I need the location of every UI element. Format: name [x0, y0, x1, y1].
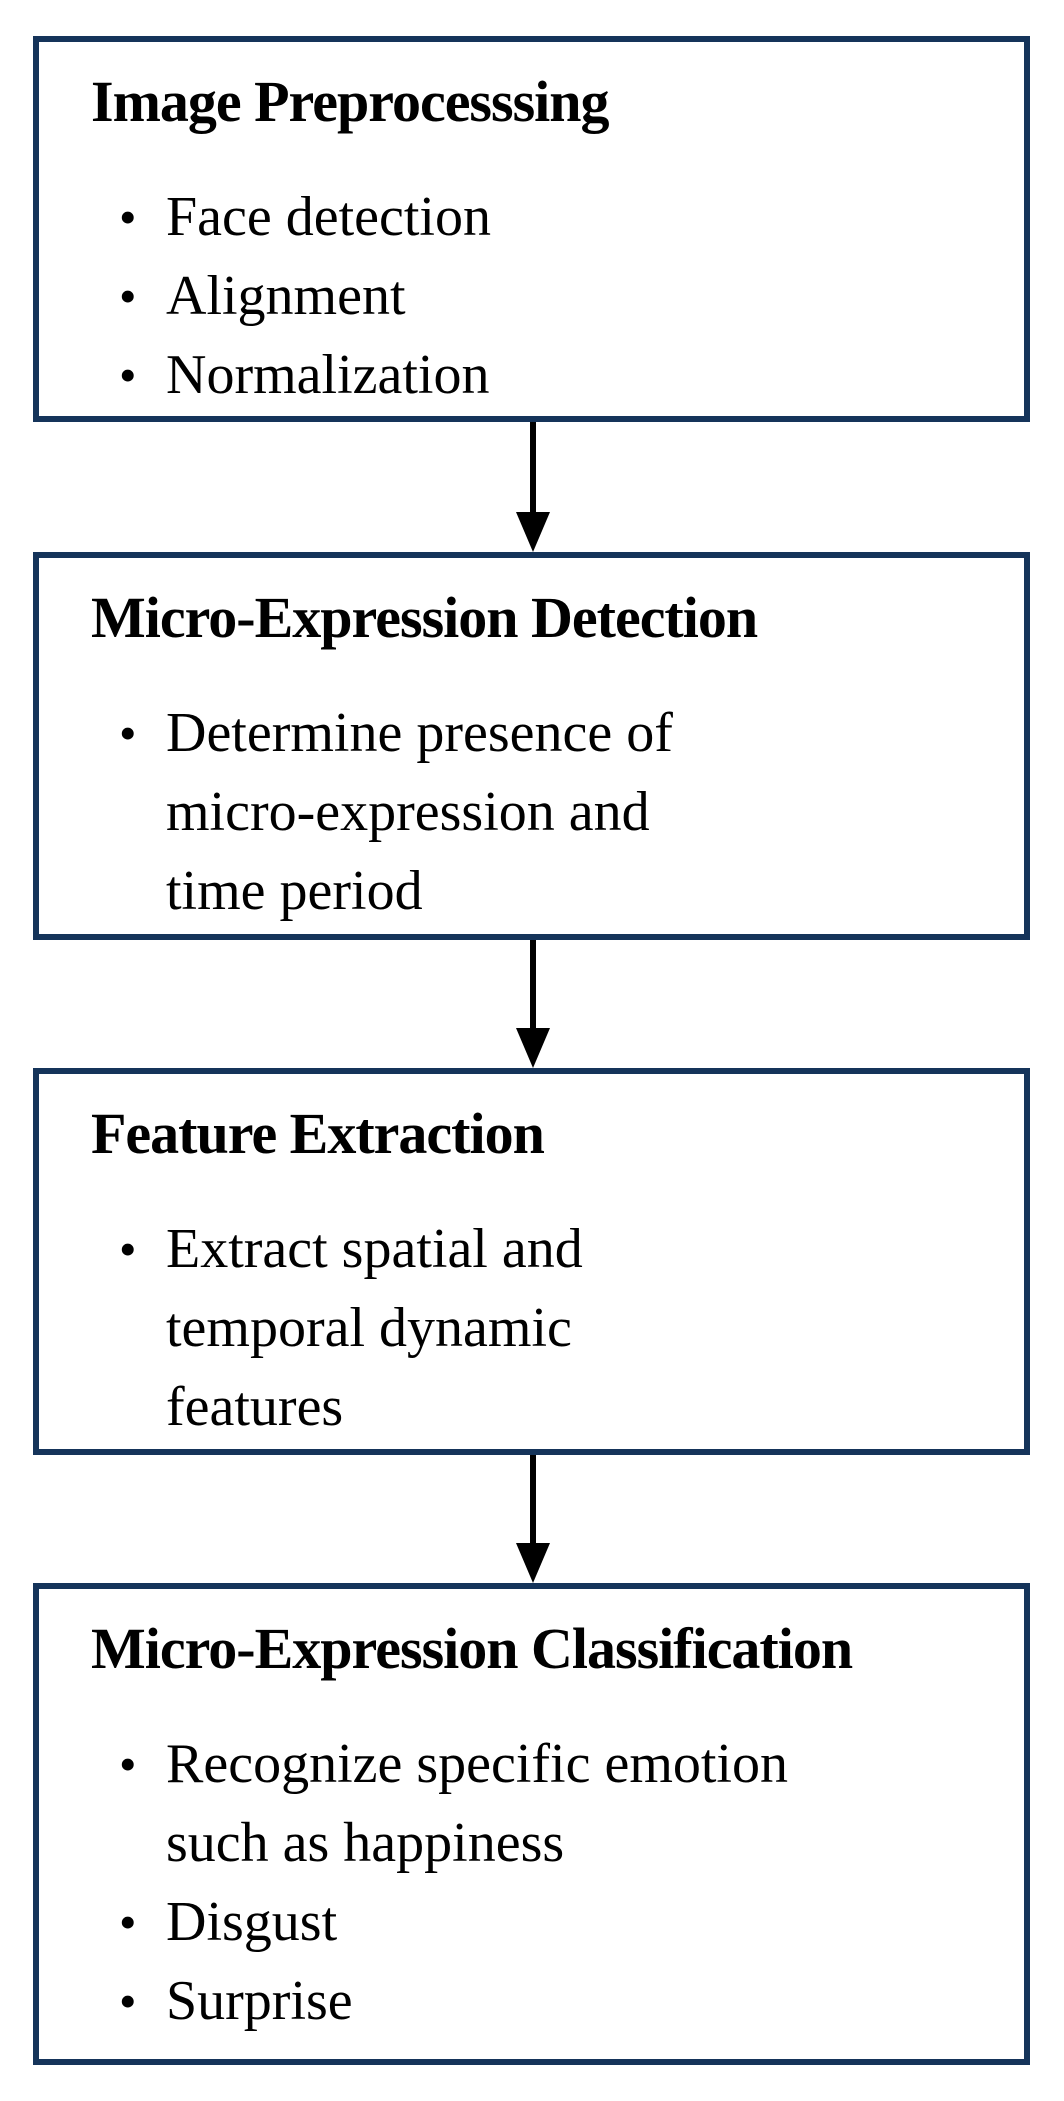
list-item: • Normalization	[119, 336, 994, 415]
arrow-head-icon	[516, 1028, 550, 1068]
flow-box-micro-expression-classification: Micro-Expression Classification • Recogn…	[33, 1583, 1030, 2065]
bullet-line-text: Face detection	[166, 186, 491, 248]
bullet-line-text: Disgust	[166, 1891, 338, 1953]
bullet-marker: •	[119, 1736, 137, 1792]
bullet-line-text: Alignment	[166, 265, 406, 327]
bullet-marker-spacer	[119, 1289, 166, 1368]
list-item: • Surprise	[119, 1962, 994, 2041]
bullet-line-text: Normalization	[166, 344, 490, 406]
flow-box-feature-extraction: Feature Extraction • Extract spatial and…	[33, 1068, 1030, 1455]
bullet-list: • Recognize specific emotion such as hap…	[91, 1725, 994, 2041]
bullet-marker: •	[119, 268, 137, 324]
arrow-shaft	[530, 422, 536, 512]
list-item: • Face detection	[119, 178, 994, 257]
bullet-line-text: Recognize specific emotion	[166, 1733, 788, 1795]
flow-arrow-down	[516, 1455, 550, 1583]
box-title: Image Preprocesssing	[91, 69, 610, 134]
arrow-head-icon	[516, 1543, 550, 1583]
bullet-line-text: Surprise	[166, 1970, 353, 2032]
bullet-line-text: features	[166, 1376, 344, 1438]
bullet-marker: •	[119, 1973, 137, 2029]
box-title: Micro-Expression Detection	[91, 585, 758, 650]
bullet-marker-spacer	[119, 773, 166, 852]
arrow-shaft	[530, 940, 536, 1028]
box-content: Image Preprocesssing • Face detection • …	[39, 42, 1024, 415]
box-title: Micro-Expression Classification	[91, 1616, 853, 1681]
bullet-marker-spacer	[119, 852, 166, 931]
box-title: Feature Extraction	[91, 1101, 545, 1166]
bullet-marker: •	[119, 705, 137, 761]
box-content: Micro-Expression Classification • Recogn…	[39, 1589, 1024, 2041]
list-item: • Disgust	[119, 1883, 994, 1962]
bullet-marker-spacer	[119, 1368, 166, 1447]
bullet-marker: •	[119, 1894, 137, 1950]
bullet-line-text: Extract spatial and	[166, 1218, 583, 1280]
list-item: • Extract spatial and	[119, 1210, 994, 1289]
bullet-line-text: time period	[166, 860, 423, 922]
list-item-continuation: features	[119, 1368, 994, 1447]
list-item-continuation: such as happiness	[119, 1804, 994, 1883]
bullet-line-text: Determine presence of	[166, 702, 673, 764]
list-item: • Recognize specific emotion	[119, 1725, 994, 1804]
box-content: Feature Extraction • Extract spatial and…	[39, 1074, 1024, 1447]
flow-box-image-preprocessing: Image Preprocesssing • Face detection • …	[33, 36, 1030, 422]
list-item-continuation: temporal dynamic	[119, 1289, 994, 1368]
list-item-continuation: time period	[119, 852, 994, 931]
bullet-line-text: temporal dynamic	[166, 1297, 572, 1359]
list-item: • Alignment	[119, 257, 994, 336]
list-item-continuation: micro-expression and	[119, 773, 994, 852]
bullet-line-text: micro-expression and	[166, 781, 650, 843]
bullet-list: • Face detection • Alignment • Normaliza…	[91, 178, 994, 415]
bullet-line-text: such as happiness	[166, 1812, 565, 1874]
arrow-head-icon	[516, 512, 550, 552]
bullet-list: • Extract spatial and temporal dynamic f…	[91, 1210, 994, 1447]
flow-arrow-down	[516, 940, 550, 1068]
bullet-marker: •	[119, 189, 137, 245]
flow-box-micro-expression-detection: Micro-Expression Detection • Determine p…	[33, 552, 1030, 940]
box-content: Micro-Expression Detection • Determine p…	[39, 558, 1024, 931]
bullet-marker-spacer	[119, 1804, 166, 1883]
bullet-marker: •	[119, 347, 137, 403]
list-item: • Determine presence of	[119, 694, 994, 773]
flow-arrow-down	[516, 422, 550, 552]
arrow-shaft	[530, 1455, 536, 1543]
bullet-list: • Determine presence of micro-expression…	[91, 694, 994, 931]
bullet-marker: •	[119, 1221, 137, 1277]
